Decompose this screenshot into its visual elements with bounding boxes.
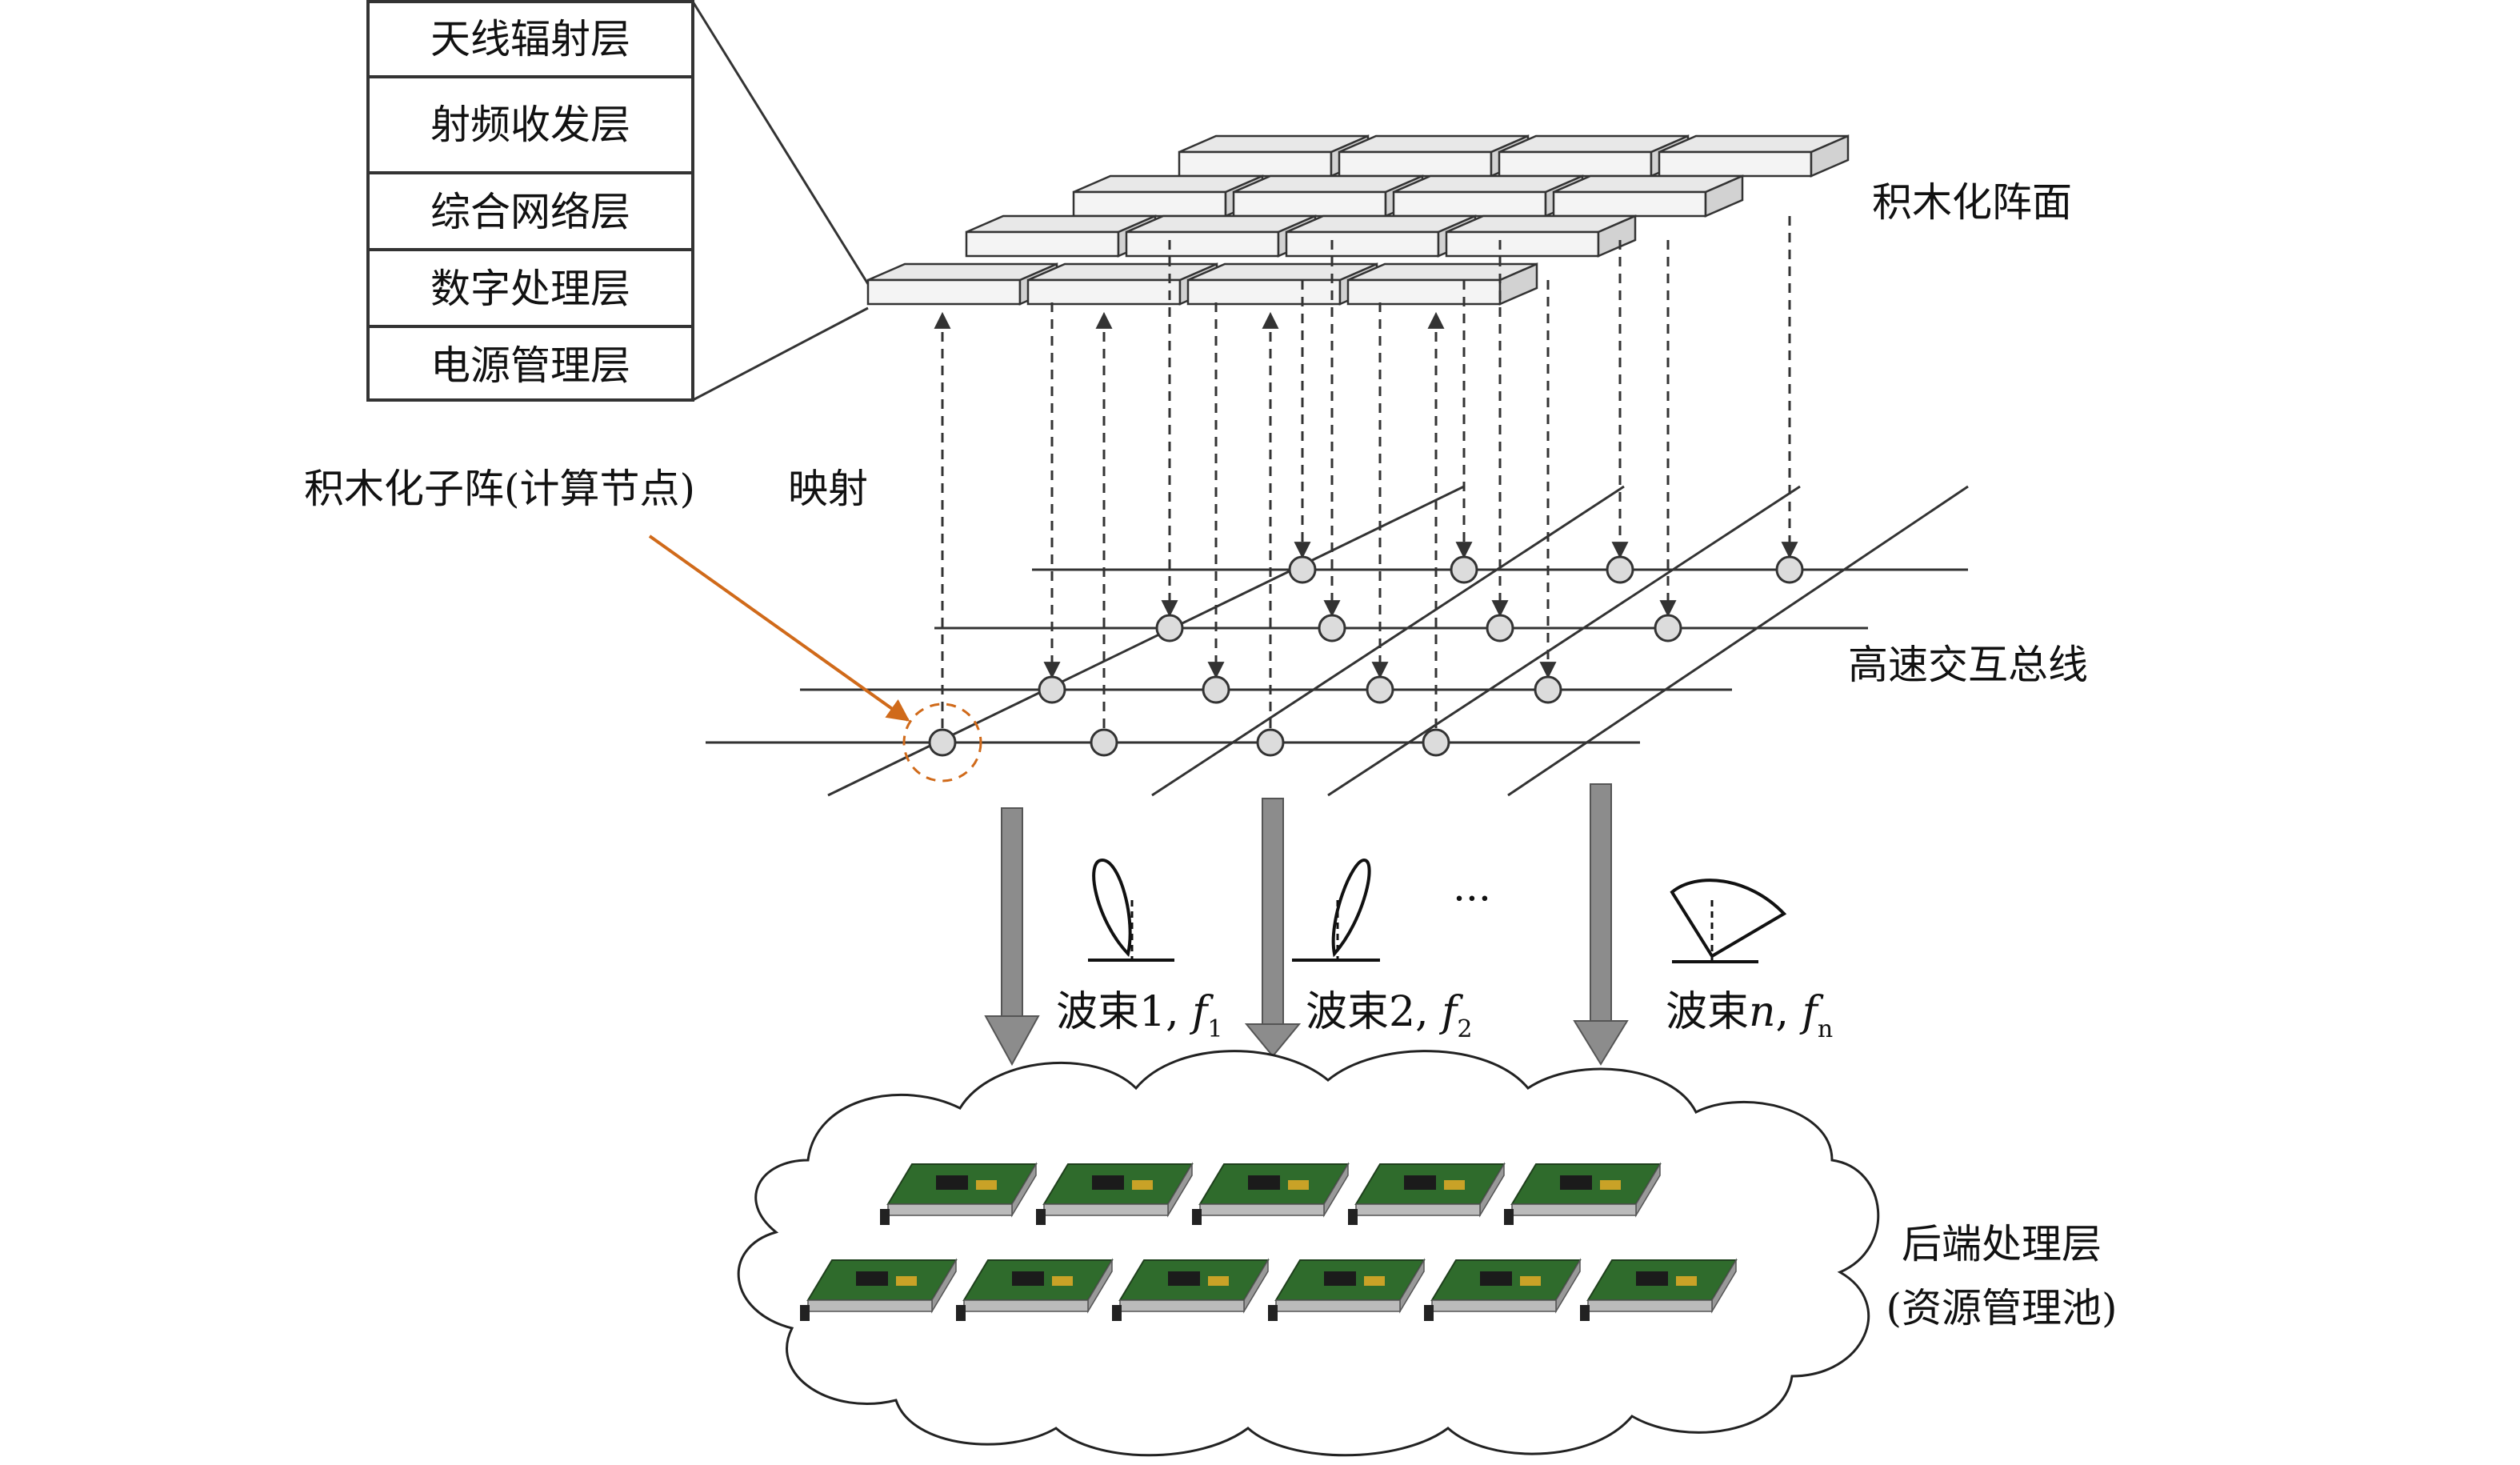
beam-pattern-2-icon [1292,858,1380,962]
array-tile [1552,174,1744,218]
bus-node [1288,555,1317,584]
mapping-arrows [934,216,1798,728]
down-arrow-3 [1573,783,1629,1066]
processing-board [1580,1258,1738,1321]
beam-pattern-n-icon [1670,879,1787,963]
array-tile [1186,262,1378,306]
beam-pattern-1-icon [1088,858,1174,962]
subarray-callout-arrow [648,534,910,722]
backend-sublabel: (资源管理池) [1886,1285,2117,1331]
bus-node [1606,555,1634,584]
downflow-arrows [984,783,1629,1067]
bus-line [1151,485,1625,797]
processing-board [1348,1162,1506,1225]
processing-board [800,1258,958,1321]
processing-board [1112,1258,1270,1321]
beam-label-1: 波束1, f1 [1056,988,1223,1043]
bus-node [1366,675,1394,704]
array-tile [1658,134,1850,178]
bus-node [1775,555,1804,584]
array-tile [1178,134,1370,178]
beam-label-2: 波束2, f2 [1306,988,1473,1043]
bus-node [1654,614,1682,642]
processing-board [1192,1162,1350,1225]
processing-board [956,1258,1114,1321]
processing-board [1036,1162,1194,1225]
bus-node [1534,675,1562,704]
bus-node [1256,728,1285,757]
zoom-line-top [691,1,870,285]
processing-board [880,1162,1038,1225]
array-tile [1072,174,1264,218]
layer-label-antenna: 天线辐射层 [430,16,630,62]
zoom-line-bottom [692,306,869,402]
processing-board [1424,1258,1582,1321]
subarray-highlight-circle [902,702,982,783]
bus-label: 高速交互总线 [1848,642,2088,688]
array-face-tiles [866,134,1850,306]
bus-line [827,485,1465,797]
beam-label-n: 波束n, fn [1666,988,1833,1043]
bus-nodes [928,555,1804,757]
down-arrow-2 [1244,798,1302,1058]
layer-label-power: 电源管理层 [430,342,630,389]
layer-stack: 天线辐射层 射频收发层 综合网络层 数字处理层 电源管理层 [366,0,694,402]
beam-ellipsis: ··· [1453,875,1491,922]
bus-node [1486,614,1514,642]
layer-label-rf: 射频收发层 [430,102,630,148]
bus-node [1318,614,1346,642]
bus-line [1327,485,1801,797]
subarray-label: 积木化子阵(计算节点) [304,466,695,512]
bus-node [1450,555,1478,584]
bus-node [1202,675,1230,704]
bus-node [1155,614,1184,642]
array-tile [1445,214,1637,258]
array-tile [866,262,1058,306]
bus-node [1038,675,1066,704]
array-face-label: 积木化阵面 [1872,179,2072,226]
bus-node [1090,728,1118,757]
down-arrow-1 [984,807,1040,1067]
mapping-label: 映射 [788,466,868,512]
bus-node [1422,728,1450,757]
processing-boards [800,1162,1738,1321]
layer-label-network: 综合网络层 [430,189,630,235]
bus-line [1507,485,1969,797]
resource-pool-cloud [737,1050,1880,1457]
processing-board [1268,1258,1426,1321]
bus-node [928,728,957,757]
backend-label: 后端处理层 [1902,1221,2102,1267]
array-tile [1346,262,1538,306]
processing-board [1504,1162,1662,1225]
layer-label-digital: 数字处理层 [430,266,630,312]
